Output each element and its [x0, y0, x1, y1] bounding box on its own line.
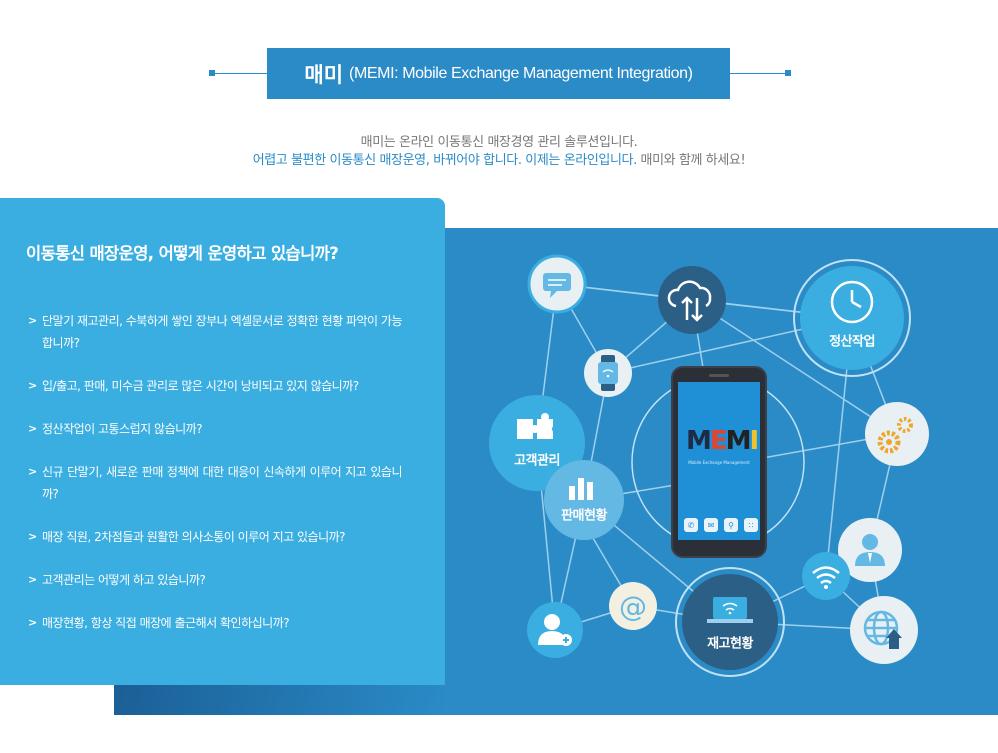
profile-node [838, 518, 902, 582]
at-sign-icon: @ [619, 590, 647, 623]
intro-highlight: 어렵고 불편한 이동통신 매장운영, 바뀌어야 합니다. 이제는 온라인입니다. [252, 153, 638, 168]
question-heading: 이동통신 매장운영, 어떻게 운영하고 있습니까? [26, 244, 339, 263]
logo-letter: E [709, 426, 728, 456]
list-item: > 매장현황, 항상 직접 매장에 출근해서 확인하십니까? [28, 612, 402, 634]
wifi-icon [812, 566, 840, 585]
add-user-icon [538, 614, 572, 646]
clock-icon [830, 280, 874, 324]
chat-node [527, 254, 587, 314]
chevron-right-icon: > [28, 422, 37, 435]
cloud-upload-icon [667, 280, 712, 322]
title-dot-right [785, 70, 791, 76]
question-text: 입/출고, 판매, 미수금 관리로 많은 시간이 낭비되고 있지 않습니까? [42, 379, 359, 393]
phone-speaker [709, 374, 729, 377]
title-dot-left [209, 70, 215, 76]
question-text: 신규 단말기, 새로운 판매 정책에 대한 대응이 신속하게 이루어 지고 있습… [42, 465, 403, 501]
logo-letter: I [749, 426, 760, 456]
node-label-settlement: 정산작업 [829, 334, 875, 350]
list-item: > 단말기 재고관리, 수북하게 쌓인 장부나 엑셀문서로 정확한 현황 파악이 … [28, 310, 403, 354]
question-text: 단말기 재고관리, 수북하게 쌓인 장부나 엑셀문서로 정확한 현황 파악이 가… [42, 314, 403, 350]
puzzle-icon [517, 413, 560, 439]
chevron-right-icon: > [28, 465, 37, 478]
list-item: > 매장 직원, 2차점들과 원활한 의사소통이 이루어 지고 있습니까? [28, 526, 402, 548]
list-item: > 정산작업이 고통스럽지 않습니까? [28, 418, 402, 440]
chevron-right-icon: > [28, 573, 37, 586]
logo-letter: M [725, 426, 752, 456]
intro-line-1: 매미는 온라인 이동통신 매장경영 관리 솔루션입니다. [360, 135, 638, 150]
globe-node [850, 596, 918, 664]
smartwatch-icon [598, 355, 618, 391]
title-line-right [730, 73, 787, 74]
phone-call-icon: ✆ [684, 518, 698, 532]
panel-shadow [114, 685, 445, 715]
chat-bubble-icon [543, 273, 571, 291]
wifi-node [802, 552, 850, 600]
smartphone: MEMI Mobile Exchange Management ✆ ✉ ⚲ ∷ [671, 366, 767, 558]
gear-icon [877, 430, 901, 454]
page-title-main: 매미 [304, 62, 344, 87]
phone-screen: MEMI Mobile Exchange Management ✆ ✉ ⚲ ∷ [678, 382, 760, 540]
chevron-right-icon: > [28, 379, 37, 392]
add-user-node [527, 602, 583, 658]
globe-icon [863, 610, 899, 646]
upload-arrow-icon [889, 637, 899, 649]
question-text: 매장현황, 항상 직접 매장에 출근해서 확인하십니까? [42, 616, 290, 630]
bar-chart-icon [569, 478, 593, 500]
question-text: 고객관리는 어떻게 하고 있습니까? [42, 573, 206, 587]
page-title: 매미 (MEMI: Mobile Exchange Management Int… [267, 48, 730, 99]
gear-node [865, 402, 929, 466]
node-label-inventory: 재고현황 [707, 636, 753, 652]
apps-grid-icon: ∷ [744, 518, 758, 532]
laptop-wifi-icon [707, 597, 753, 623]
list-item: > 입/출고, 판매, 미수금 관리로 많은 시간이 낭비되고 있지 않습니까? [28, 375, 402, 397]
intro-line-2: 어렵고 불편한 이동통신 매장운영, 바뀌어야 합니다. 이제는 온라인입니다.… [0, 149, 998, 168]
memi-logo: MEMI [686, 426, 760, 456]
user-profile-icon [855, 534, 885, 566]
email-node: @ [609, 582, 657, 630]
node-label-customer: 고객관리 [514, 453, 560, 469]
question-list: > 단말기 재고관리, 수북하게 쌓인 장부나 엑셀문서로 정확한 현황 파악이 … [28, 310, 403, 634]
intro-closing: 매미와 함께 하세요! [636, 153, 746, 168]
logo-subtitle: Mobile Exchange Management [688, 460, 750, 465]
logo-letter: M [686, 426, 712, 456]
search-icon: ⚲ [724, 518, 738, 532]
message-icon: ✉ [704, 518, 718, 532]
watch-node [584, 349, 632, 397]
chevron-right-icon: > [28, 314, 37, 327]
question-panel [0, 198, 445, 685]
customer-node [489, 395, 585, 491]
sales-node [544, 460, 624, 540]
phone-app-row: ✆ ✉ ⚲ ∷ [684, 518, 758, 532]
title-line-left [212, 73, 267, 74]
page-title-sub: (MEMI: Mobile Exchange Management Integr… [349, 64, 693, 82]
question-text: 매장 직원, 2차점들과 원활한 의사소통이 이루어 지고 있습니까? [42, 530, 346, 544]
settlement-node [793, 259, 911, 377]
node-label-sales: 판매현황 [561, 508, 607, 524]
question-text: 정산작업이 고통스럽지 않습니까? [42, 422, 203, 436]
chevron-right-icon: > [28, 616, 37, 629]
cloud-node [658, 266, 726, 334]
list-item: > 고객관리는 어떻게 하고 있습니까? [28, 569, 402, 591]
chevron-right-icon: > [28, 530, 37, 543]
list-item: > 신규 단말기, 새로운 판매 정책에 대한 대응이 신속하게 이루어 지고 있… [28, 461, 403, 505]
inventory-node [675, 567, 785, 677]
